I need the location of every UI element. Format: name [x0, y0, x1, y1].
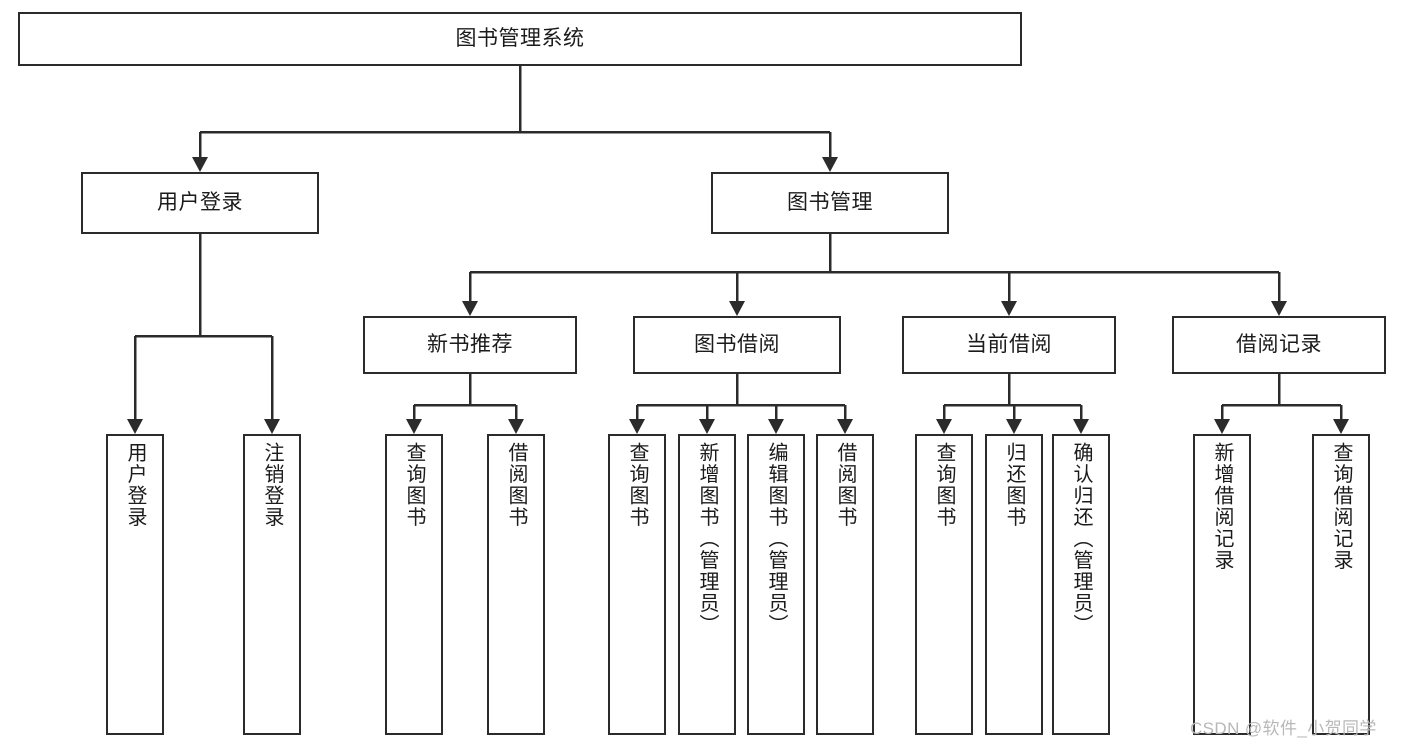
node-label: 借阅图书 [505, 442, 527, 528]
node-leaf-add-book-admin[interactable]: 新增图书（管理员） [678, 434, 736, 735]
node-leaf-borrow-book[interactable]: 借阅图书 [816, 434, 874, 735]
node-root[interactable]: 图书管理系统 [18, 12, 1022, 66]
node-label: 归还图书 [1003, 442, 1025, 528]
node-label: 新增借阅记录 [1211, 442, 1233, 571]
node-label: 确认归还（管理员） [1070, 442, 1092, 636]
node-label: 用户登录 [124, 442, 146, 528]
node-leaf-confirm-return-admin[interactable]: 确认归还（管理员） [1052, 434, 1110, 735]
node-leaf-query-borrow-record[interactable]: 查询借阅记录 [1312, 434, 1370, 735]
node-label: 借阅记录 [1236, 332, 1322, 356]
node-leaf-logout[interactable]: 注销登录 [243, 434, 301, 735]
node-leaf-add-borrow-record[interactable]: 新增借阅记录 [1193, 434, 1251, 735]
node-leaf-query-book-current[interactable]: 查询图书 [915, 434, 973, 735]
node-user-login[interactable]: 用户登录 [81, 172, 319, 234]
watermark: CSDN @软件_小贺同学 [1190, 719, 1377, 738]
node-label: 图书管理系统 [455, 26, 585, 50]
node-borrow-record[interactable]: 借阅记录 [1172, 316, 1386, 374]
node-label: 新增图书（管理员） [696, 442, 718, 636]
node-leaf-return-book[interactable]: 归还图书 [985, 434, 1043, 735]
node-book-management[interactable]: 图书管理 [711, 172, 949, 234]
node-label: 用户登录 [157, 190, 243, 214]
node-label: 查询图书 [933, 442, 955, 528]
node-leaf-user-login[interactable]: 用户登录 [106, 434, 164, 735]
node-label: 图书借阅 [694, 332, 780, 356]
node-label: 图书管理 [787, 190, 873, 214]
node-label: 注销登录 [261, 442, 283, 528]
node-label: 借阅图书 [834, 442, 856, 528]
node-label: 查询图书 [403, 442, 425, 528]
node-label: 编辑图书（管理员） [765, 442, 787, 636]
node-book-borrow[interactable]: 图书借阅 [633, 316, 841, 374]
node-leaf-query-book-recommend[interactable]: 查询图书 [385, 434, 443, 735]
node-new-book-recommend[interactable]: 新书推荐 [363, 316, 577, 374]
node-label: 当前借阅 [966, 332, 1052, 356]
node-leaf-query-book-borrow[interactable]: 查询图书 [608, 434, 666, 735]
node-leaf-borrow-book-recommend[interactable]: 借阅图书 [487, 434, 545, 735]
node-label: 查询借阅记录 [1330, 442, 1352, 571]
node-label: 查询图书 [626, 442, 648, 528]
node-label: 新书推荐 [427, 332, 513, 356]
node-current-borrow[interactable]: 当前借阅 [902, 316, 1116, 374]
node-leaf-edit-book-admin[interactable]: 编辑图书（管理员） [747, 434, 805, 735]
